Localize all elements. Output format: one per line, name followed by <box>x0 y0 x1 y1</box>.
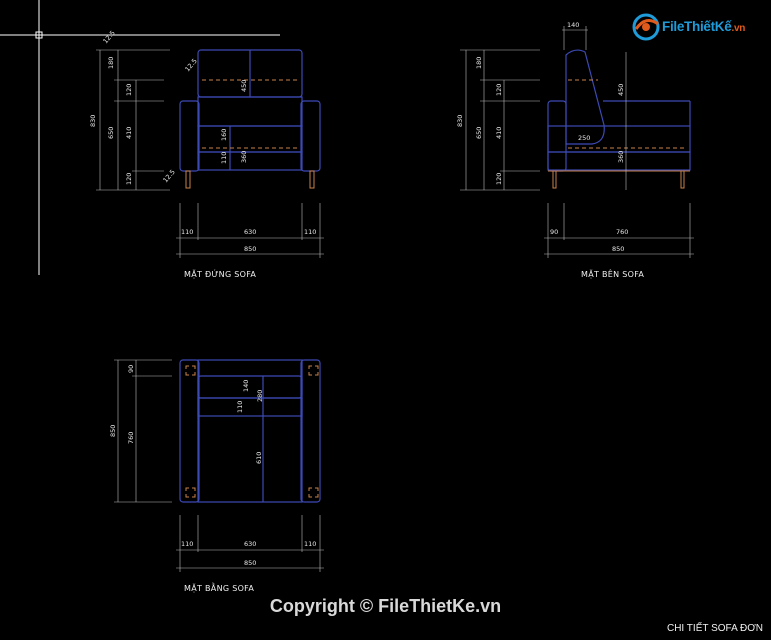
side-dim-h-410: 410 <box>495 127 503 139</box>
front-dim-inner-110: 110 <box>220 152 228 164</box>
front-dim-w-630: 630 <box>244 228 256 236</box>
plan-dim-inner-280: 280 <box>256 390 264 402</box>
plan-dim-h-760: 760 <box>127 432 135 444</box>
front-dim-w-850: 850 <box>244 245 256 253</box>
front-dim-angle-3: 12.5 <box>161 168 176 184</box>
filethietke-logo: FileThiếtKế.vn <box>631 12 745 42</box>
side-dim-w-90: 90 <box>550 228 558 236</box>
front-view-sofa <box>179 49 321 172</box>
front-dim-inner-360: 360 <box>240 151 248 163</box>
plan-view-title: MẶT BẰNG SOFA <box>184 581 254 594</box>
plan-view-leg-marks <box>185 365 319 498</box>
front-dim-inner-160: 160 <box>220 129 228 141</box>
side-view-dims <box>460 26 694 258</box>
front-dim-w-110a: 110 <box>181 228 193 236</box>
side-dim-w-850: 850 <box>612 245 624 253</box>
front-dim-h-410: 410 <box>125 127 133 139</box>
front-dim-h-120: 120 <box>125 84 133 96</box>
logo-domain: .vn <box>731 23 746 34</box>
plan-dim-inner-610: 610 <box>255 452 263 464</box>
front-dim-angle-2: 12.5 <box>183 57 198 73</box>
front-dim-h-180: 180 <box>107 57 115 69</box>
side-view-details <box>548 79 690 189</box>
side-dim-h-180: 180 <box>475 57 483 69</box>
plan-dim-w-850: 850 <box>244 559 256 567</box>
plan-dim-h-90: 90 <box>127 365 135 373</box>
side-dim-inner-450: 450 <box>617 84 625 96</box>
front-dim-h-830: 830 <box>89 115 97 127</box>
side-dim-h-120: 120 <box>495 84 503 96</box>
plan-view-sofa <box>179 359 321 503</box>
logo-mark-icon <box>632 13 660 41</box>
side-dim-w-760: 760 <box>616 228 628 236</box>
logo-text: FileThiếtKế.vn <box>662 19 745 34</box>
plan-dim-inner-110: 110 <box>236 401 244 413</box>
side-dim-inner-360: 360 <box>617 151 625 163</box>
plan-dim-inner-140: 140 <box>242 380 250 392</box>
plan-view-dims <box>114 359 324 572</box>
side-dim-h-830: 830 <box>456 115 464 127</box>
copyright-watermark: Copyright © FileThietKe.vn <box>269 596 502 616</box>
side-dim-top-140: 140 <box>567 21 579 29</box>
front-view-title: MẶT ĐỨNG SOFA <box>184 268 256 280</box>
side-view-title: MẶT BÊN SOFA <box>581 268 644 280</box>
front-dim-w-110b: 110 <box>304 228 316 236</box>
plan-dim-w-110a: 110 <box>181 540 193 548</box>
front-dim-h-650: 650 <box>107 127 115 139</box>
side-dim-h-120b: 120 <box>495 173 503 185</box>
plan-dim-h-850: 850 <box>109 425 117 437</box>
plan-dim-w-630: 630 <box>244 540 256 548</box>
drawing-title-footer: CHI TIẾT SOFA ĐƠN <box>666 623 763 634</box>
side-dim-inner-250: 250 <box>578 134 590 142</box>
crosshair-cursor <box>0 0 280 275</box>
side-view-sofa <box>547 49 691 172</box>
plan-dim-w-110b: 110 <box>304 540 316 548</box>
front-dim-h-120b: 120 <box>125 173 133 185</box>
front-dim-angle-1: 12.5 <box>101 29 116 45</box>
front-view-details <box>185 79 315 189</box>
logo-name: FileThiếtKế <box>662 19 732 34</box>
front-dim-inner-450: 450 <box>240 80 248 92</box>
front-view-dims <box>96 49 324 258</box>
side-dim-h-650: 650 <box>475 127 483 139</box>
